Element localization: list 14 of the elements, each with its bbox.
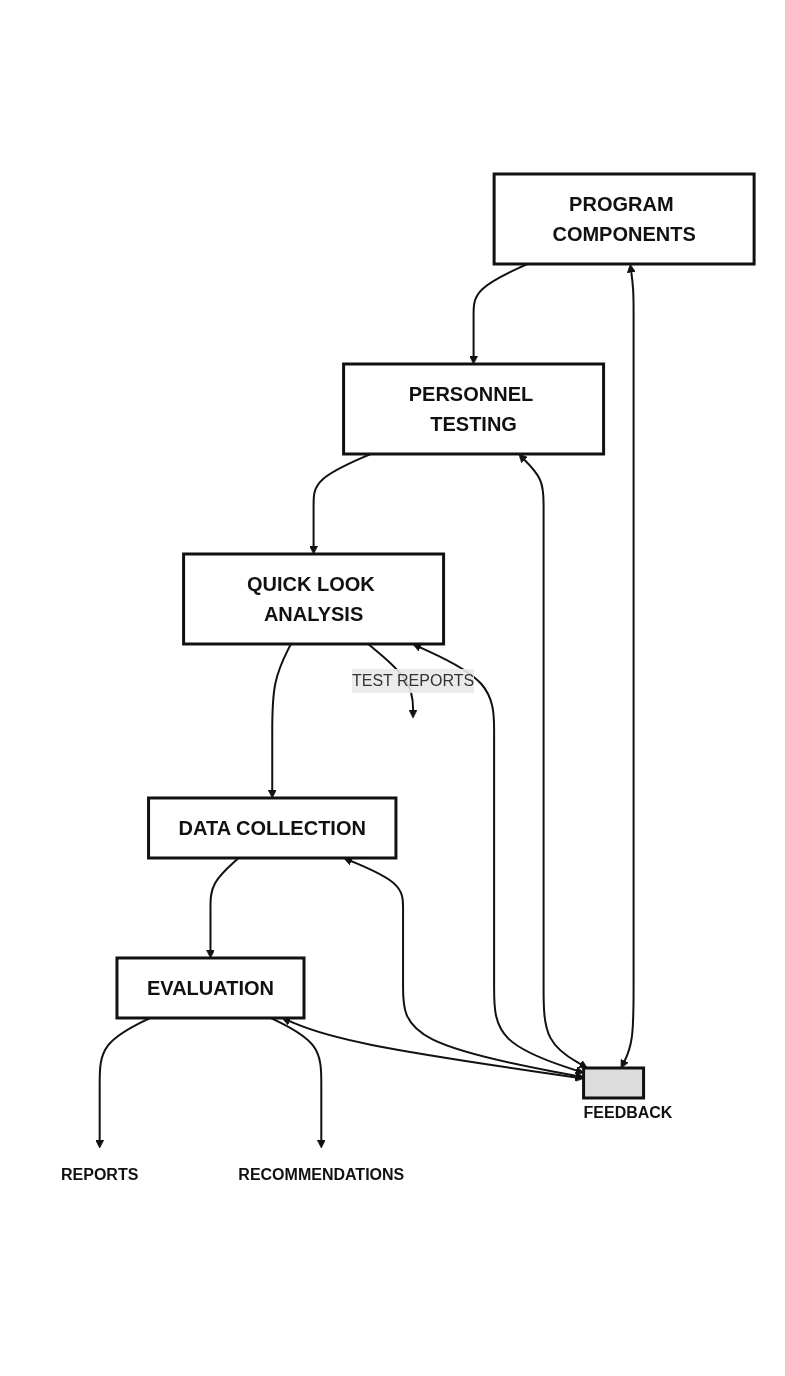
edge-label: TEST REPORTS — [351, 671, 475, 689]
arrow — [95, 1017, 151, 1149]
node-text: RECOMMENDATIONS — [238, 1165, 405, 1183]
arrow — [412, 643, 584, 1075]
node-box: DATA COLLECTION — [147, 796, 398, 860]
node-text: REPORTS — [60, 1165, 139, 1183]
node-box: PERSONNEL TESTING — [342, 362, 605, 456]
node-box: EVALUATION — [115, 956, 306, 1020]
arrow — [269, 1017, 326, 1149]
node-box: QUICK LOOK ANALYSIS — [182, 552, 445, 646]
node-bar — [582, 1066, 645, 1100]
arrow — [281, 1017, 584, 1082]
beside-text: FEEDBACK — [583, 1104, 673, 1122]
node-box: PROGRAM COMPONENTS — [492, 172, 756, 266]
